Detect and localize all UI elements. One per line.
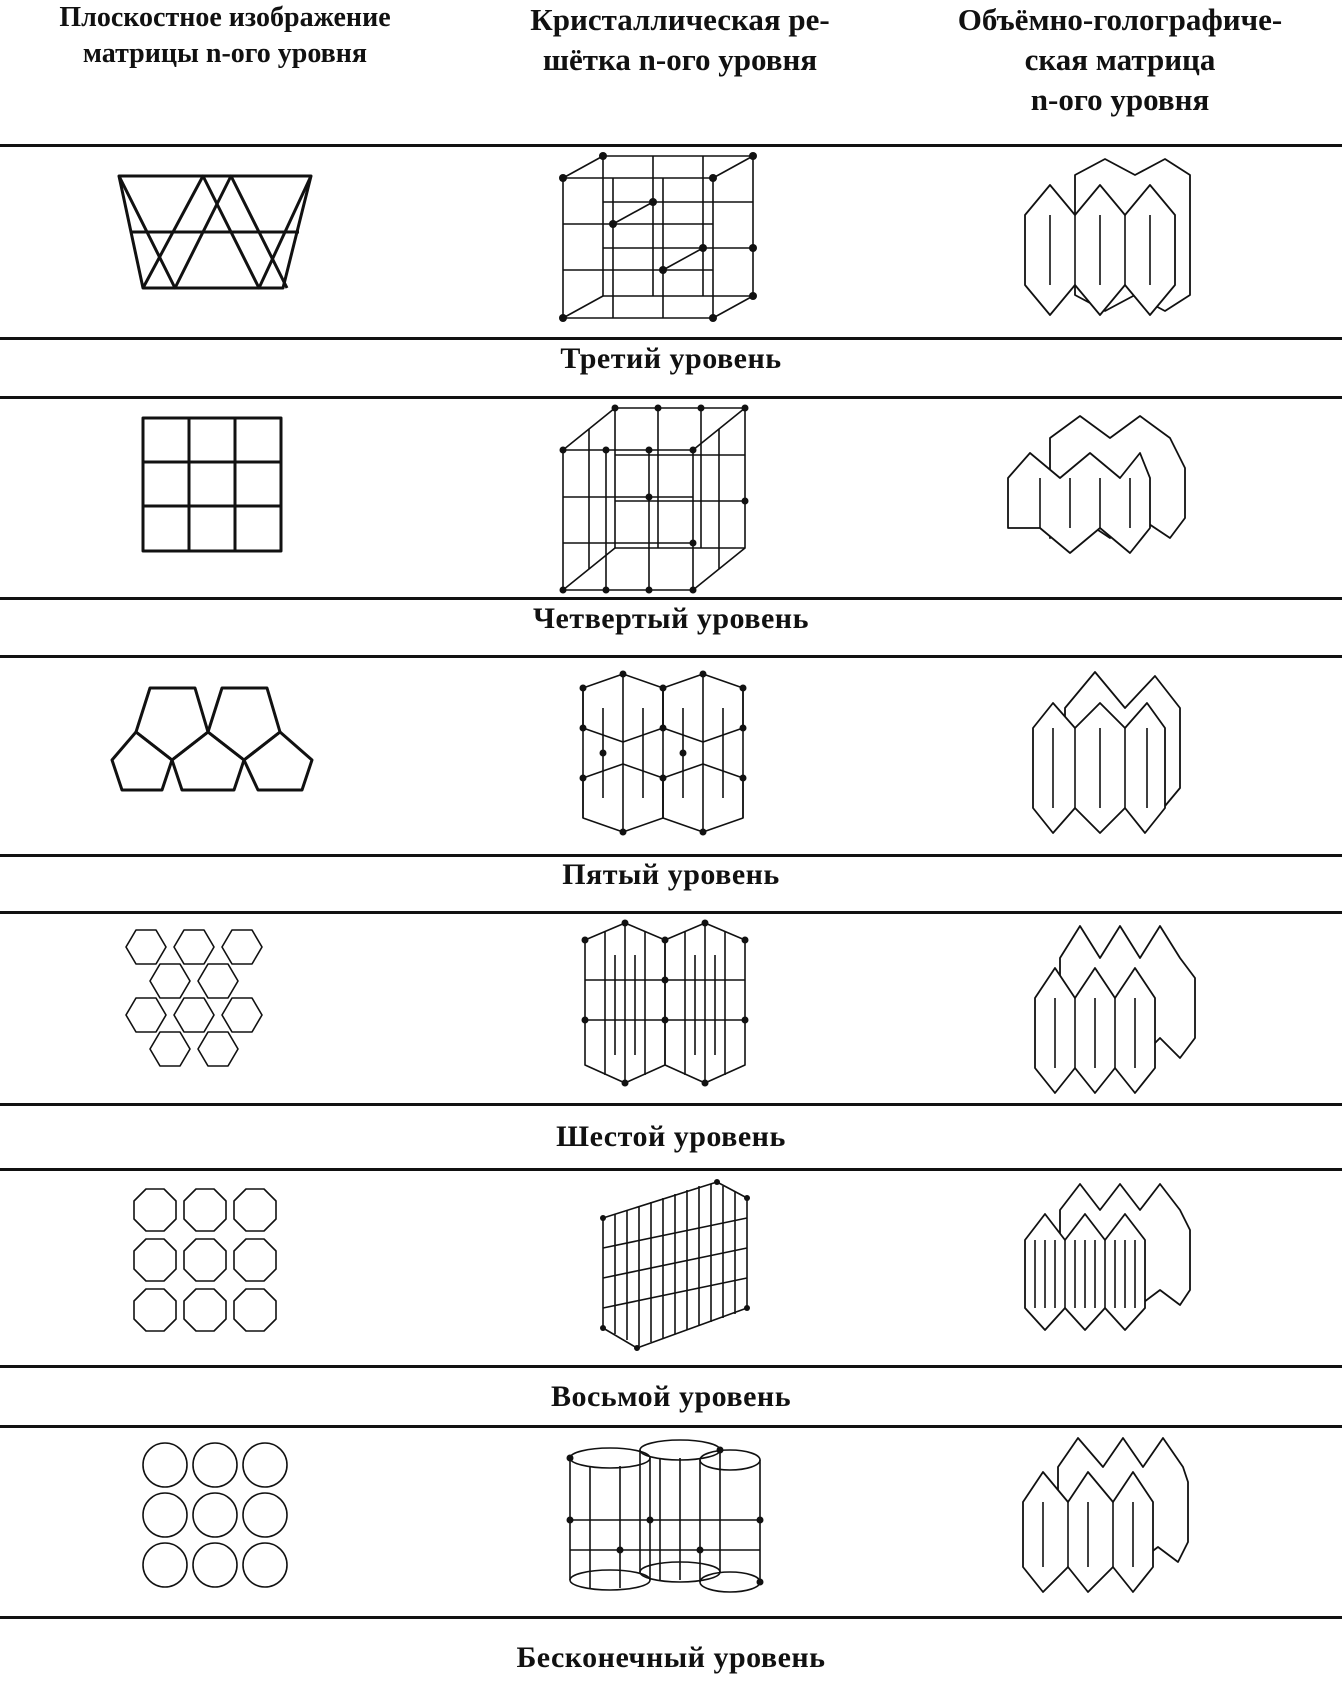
holographic-matrix-level8-figure <box>1020 1180 1195 1335</box>
plane-squares-figure <box>140 415 285 555</box>
row-divider-bottom <box>0 1425 1342 1428</box>
header-divider <box>0 144 1342 147</box>
crystal-lattice-infinite-figure <box>560 1430 770 1610</box>
crystal-lattice-level5-figure <box>563 668 763 843</box>
row-divider-top <box>0 1365 1342 1368</box>
crystal-lattice-level8-figure <box>597 1178 757 1353</box>
holographic-matrix-level3-figure <box>1015 155 1195 325</box>
crystal-lattice-level3-figure <box>553 148 763 328</box>
level-label-eighth: Восьмой уровень <box>0 1380 1342 1414</box>
row-divider-top <box>0 1616 1342 1619</box>
row-divider-bottom <box>0 396 1342 399</box>
holographic-matrix-level4-figure <box>1000 408 1190 568</box>
header-crystal-lattice: Кристаллическая ре- шётка n-ого уровня <box>470 0 890 80</box>
row-divider-bottom <box>0 1168 1342 1171</box>
row-divider-top <box>0 1103 1342 1106</box>
level-label-infinite: Бесконечный уровень <box>0 1641 1342 1675</box>
level-label-fourth: Четвертый уровень <box>0 602 1342 636</box>
holographic-matrix-level5-figure <box>1025 668 1190 838</box>
plane-hexagons-figure <box>118 925 278 1075</box>
row-divider-top <box>0 854 1342 857</box>
header-plane-image: Плоскостное изображение матрицы n-ого ур… <box>10 0 440 72</box>
level-label-third: Третий уровень <box>0 342 1342 376</box>
plane-circles-figure <box>140 1440 290 1590</box>
header-holographic-matrix: Объёмно-голографиче- ская матрица n-ого … <box>900 0 1340 120</box>
level-label-sixth: Шестой уровень <box>0 1120 1342 1154</box>
holographic-matrix-level6-figure <box>1030 918 1200 1098</box>
plane-octagons-figure <box>130 1185 280 1335</box>
level-label-fifth: Пятый уровень <box>0 858 1342 892</box>
row-divider-bottom <box>0 911 1342 914</box>
row-divider-bottom <box>0 655 1342 658</box>
row-divider-top <box>0 597 1342 600</box>
crystal-lattice-level4-figure <box>555 400 755 595</box>
row-divider-top <box>0 337 1342 340</box>
plane-pentagons-figure <box>110 680 315 795</box>
holographic-matrix-infinite-figure <box>1018 1432 1193 1597</box>
plane-triangles-figure <box>115 170 315 295</box>
crystal-lattice-level6-figure <box>570 915 770 1095</box>
